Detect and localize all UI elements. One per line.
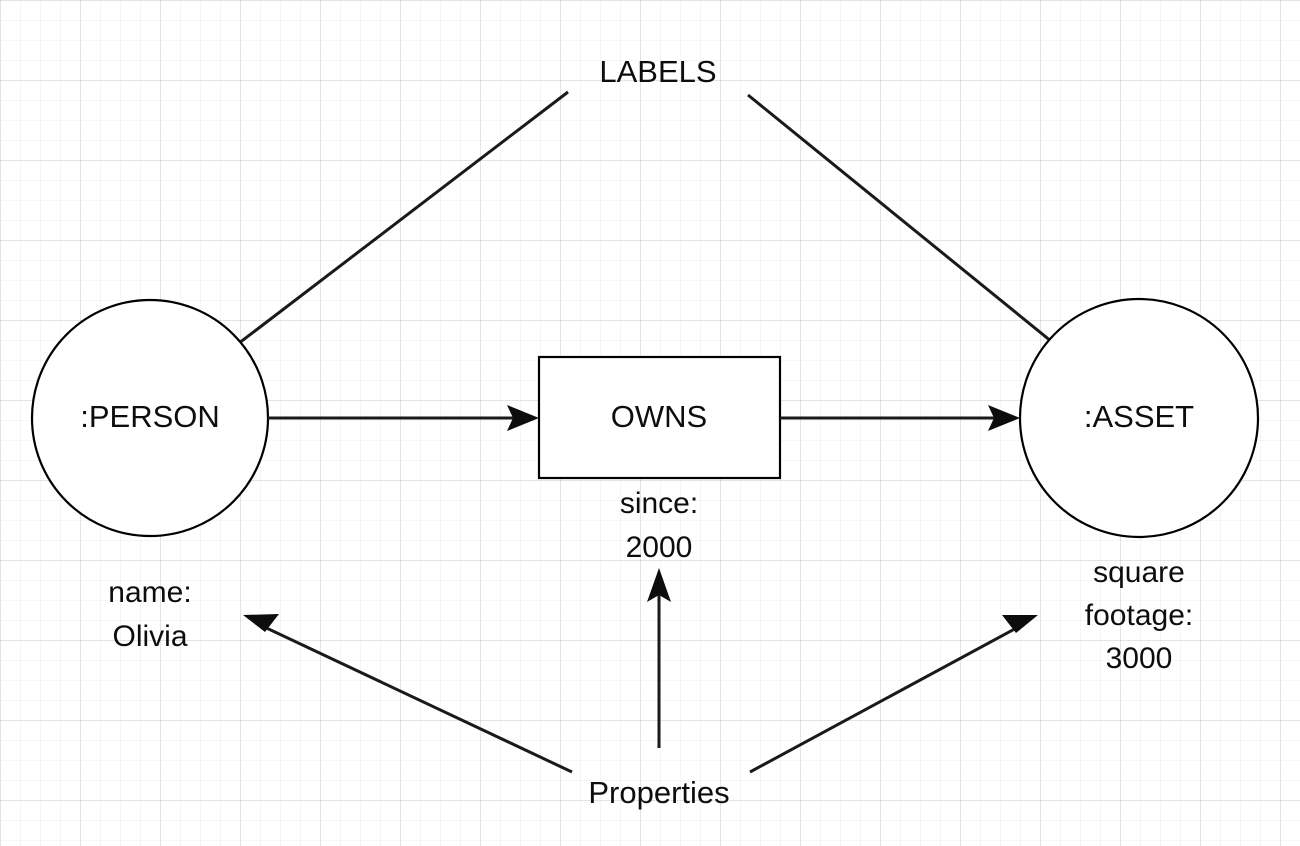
owns-property-key: since: — [620, 487, 698, 520]
edge-person-to-owns[interactable] — [268, 405, 539, 431]
annotation-properties: Properties — [243, 568, 1038, 810]
properties-to-name-line — [257, 622, 573, 774]
node-person[interactable]: :PERSON name: Olivia — [30, 298, 270, 653]
owns-label: OWNS — [611, 399, 707, 434]
asset-property-line-2: footage: — [1085, 599, 1193, 632]
properties-annotation-text: Properties — [588, 775, 729, 810]
pointer-properties-to-person-props — [243, 614, 573, 774]
asset-property-value: 3000 — [1106, 642, 1173, 675]
annotation-labels: LABELS — [180, 54, 1106, 388]
person-owns-arrowhead — [507, 405, 539, 431]
person-label: :PERSON — [80, 399, 220, 434]
pointer-properties-to-owns-props — [647, 568, 671, 748]
properties-to-name-arrowhead — [243, 614, 279, 632]
labels-to-person-line — [191, 90, 569, 381]
labels-to-asset-line — [747, 93, 1095, 378]
owns-rectangle[interactable] — [537, 355, 782, 480]
properties-to-since-arrowhead — [647, 568, 671, 602]
labels-annotation-text: LABELS — [599, 54, 716, 89]
edge-owns-to-asset[interactable] — [780, 405, 1020, 431]
asset-label: :ASSET — [1084, 399, 1194, 434]
node-asset[interactable]: :ASSET square footage: 3000 — [1018, 297, 1260, 675]
person-property-key: name: — [108, 576, 191, 609]
owns-asset-arrowhead — [988, 405, 1020, 431]
person-property-value: Olivia — [112, 620, 187, 653]
pointer-properties-to-asset-props — [749, 615, 1038, 774]
asset-property-line-1: square — [1093, 556, 1185, 589]
properties-to-footage-line — [749, 623, 1023, 774]
relationship-owns[interactable]: OWNS since: 2000 — [537, 355, 782, 564]
owns-property-value: 2000 — [626, 531, 693, 564]
properties-to-footage-arrowhead — [1002, 615, 1038, 633]
